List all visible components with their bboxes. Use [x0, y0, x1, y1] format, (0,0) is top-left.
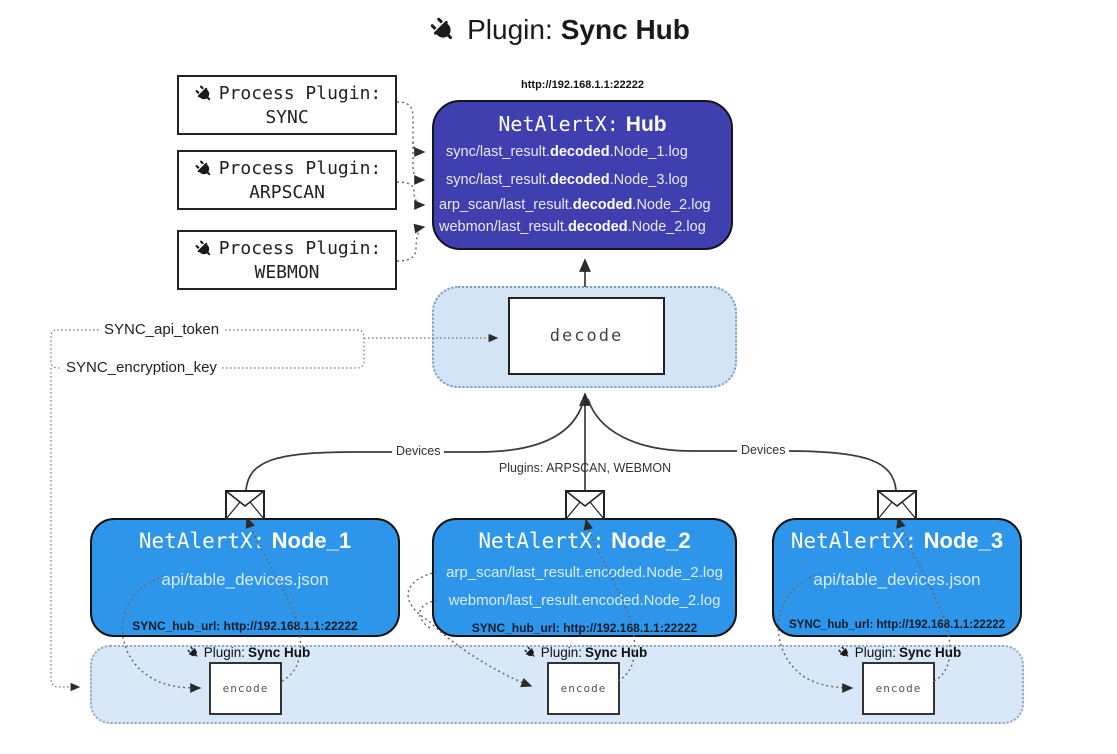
- plug-icon: [186, 645, 201, 660]
- node-title: NetAlertX:Node_1: [138, 528, 352, 553]
- hub-title: NetAlertX:Hub: [498, 112, 667, 136]
- envelope-icon: [225, 490, 265, 520]
- plugins-label-center: Plugins: ARPSCAN, WEBMON: [498, 461, 672, 475]
- node-hub-url: SYNC_hub_url: http://192.168.1.1:22222: [132, 619, 358, 633]
- sync-encryption-key-label: SYNC_encryption_key: [62, 359, 221, 376]
- node-file: webmon/last_result.encoded.Node_2.log: [448, 592, 721, 609]
- devices-label-right: Devices: [737, 443, 790, 457]
- sync-api-token-label: SYNC_api_token: [100, 321, 224, 338]
- hub-log-entry: sync/last_result.decoded.Node_3.log: [446, 172, 688, 188]
- encoder-plugin-label: Plugin:Sync Hub: [523, 645, 647, 660]
- plug-icon: [523, 645, 538, 660]
- devices-label-left: Devices: [392, 444, 445, 458]
- process-plugin-label: Process Plugin:: [218, 158, 382, 179]
- node-3-box: NetAlertX:Node_3 api/table_devices.json …: [772, 518, 1022, 637]
- hub-box: NetAlertX:Hub sync/last_result.decoded.N…: [432, 100, 733, 250]
- decode-box: decode: [508, 297, 665, 375]
- hub-url-label: http://192.168.1.1:22222: [521, 79, 644, 91]
- node-hub-url: SYNC_hub_url: http://192.168.1.1:22222: [788, 619, 1006, 631]
- envelope-icon: [565, 490, 605, 520]
- plug-icon: [427, 14, 459, 46]
- plug-icon: [837, 645, 852, 660]
- plug-icon: [193, 158, 215, 180]
- hub-log-entry: sync/last_result.decoded.Node_1.log: [446, 144, 688, 160]
- node-file: arp_scan/last_result.encoded.Node_2.log: [446, 564, 723, 581]
- process-plugin-name: SYNC: [265, 106, 309, 128]
- encoder-plugin-label: Plugin:Sync Hub: [837, 645, 961, 660]
- page-title: Plugin: Sync Hub: [0, 14, 1117, 46]
- hub-log-entry: arp_scan/last_result.decoded.Node_2.log: [439, 197, 711, 213]
- process-plugin-box-sync: Process Plugin: SYNC: [177, 75, 397, 135]
- process-plugin-box-arpscan: Process Plugin: ARPSCAN: [177, 150, 397, 210]
- node-title: NetAlertX:Node_3: [790, 528, 1004, 553]
- node-file: api/table_devices.json: [161, 570, 329, 589]
- node-2-box: NetAlertX:Node_2 arp_scan/last_result.en…: [432, 518, 737, 637]
- process-plugin-label: Process Plugin:: [218, 83, 382, 104]
- process-plugin-box-webmon: Process Plugin: WEBMON: [177, 230, 397, 290]
- hub-log-entry: webmon/last_result.decoded.Node_2.log: [439, 219, 706, 235]
- title-prefix: Plugin:: [467, 14, 553, 45]
- title-name: Sync Hub: [560, 14, 690, 45]
- plug-icon: [193, 238, 215, 260]
- node-hub-url: SYNC_hub_url: http://192.168.1.1:22222: [471, 621, 698, 635]
- encode-box: encode: [862, 662, 935, 715]
- process-plugin-name: ARPSCAN: [249, 181, 325, 203]
- plug-icon: [193, 83, 215, 105]
- process-plugin-name: WEBMON: [254, 261, 320, 283]
- encoder-plugin-label: Plugin:Sync Hub: [186, 645, 310, 660]
- envelope-icon: [877, 490, 917, 520]
- encode-box: encode: [547, 662, 620, 715]
- encode-box: encode: [209, 662, 282, 715]
- node-title: NetAlertX:Node_2: [478, 528, 691, 553]
- process-plugin-label: Process Plugin:: [218, 238, 382, 259]
- node-1-box: NetAlertX:Node_1 api/table_devices.json …: [90, 518, 400, 637]
- node-file: api/table_devices.json: [813, 570, 981, 589]
